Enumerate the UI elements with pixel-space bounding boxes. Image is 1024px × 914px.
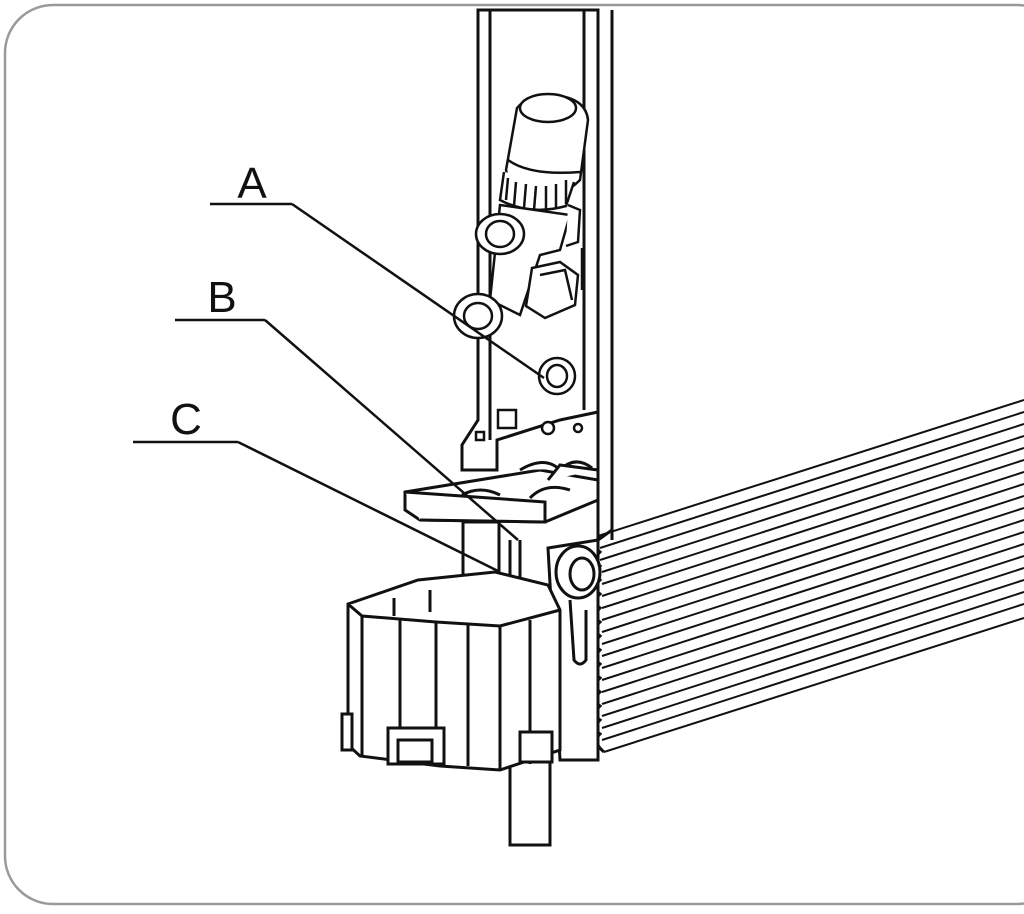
- callout-label-b: B: [207, 273, 236, 322]
- valve-assembly: [452, 92, 590, 442]
- callout-label-c: C: [170, 395, 202, 444]
- diagram-border: [3, 3, 1024, 906]
- support-bracket: [403, 460, 600, 524]
- pipe-cover: [340, 570, 562, 772]
- leader-lines: [133, 202, 545, 574]
- callout-label-a: A: [237, 159, 267, 208]
- radiator-fins: [594, 399, 1024, 754]
